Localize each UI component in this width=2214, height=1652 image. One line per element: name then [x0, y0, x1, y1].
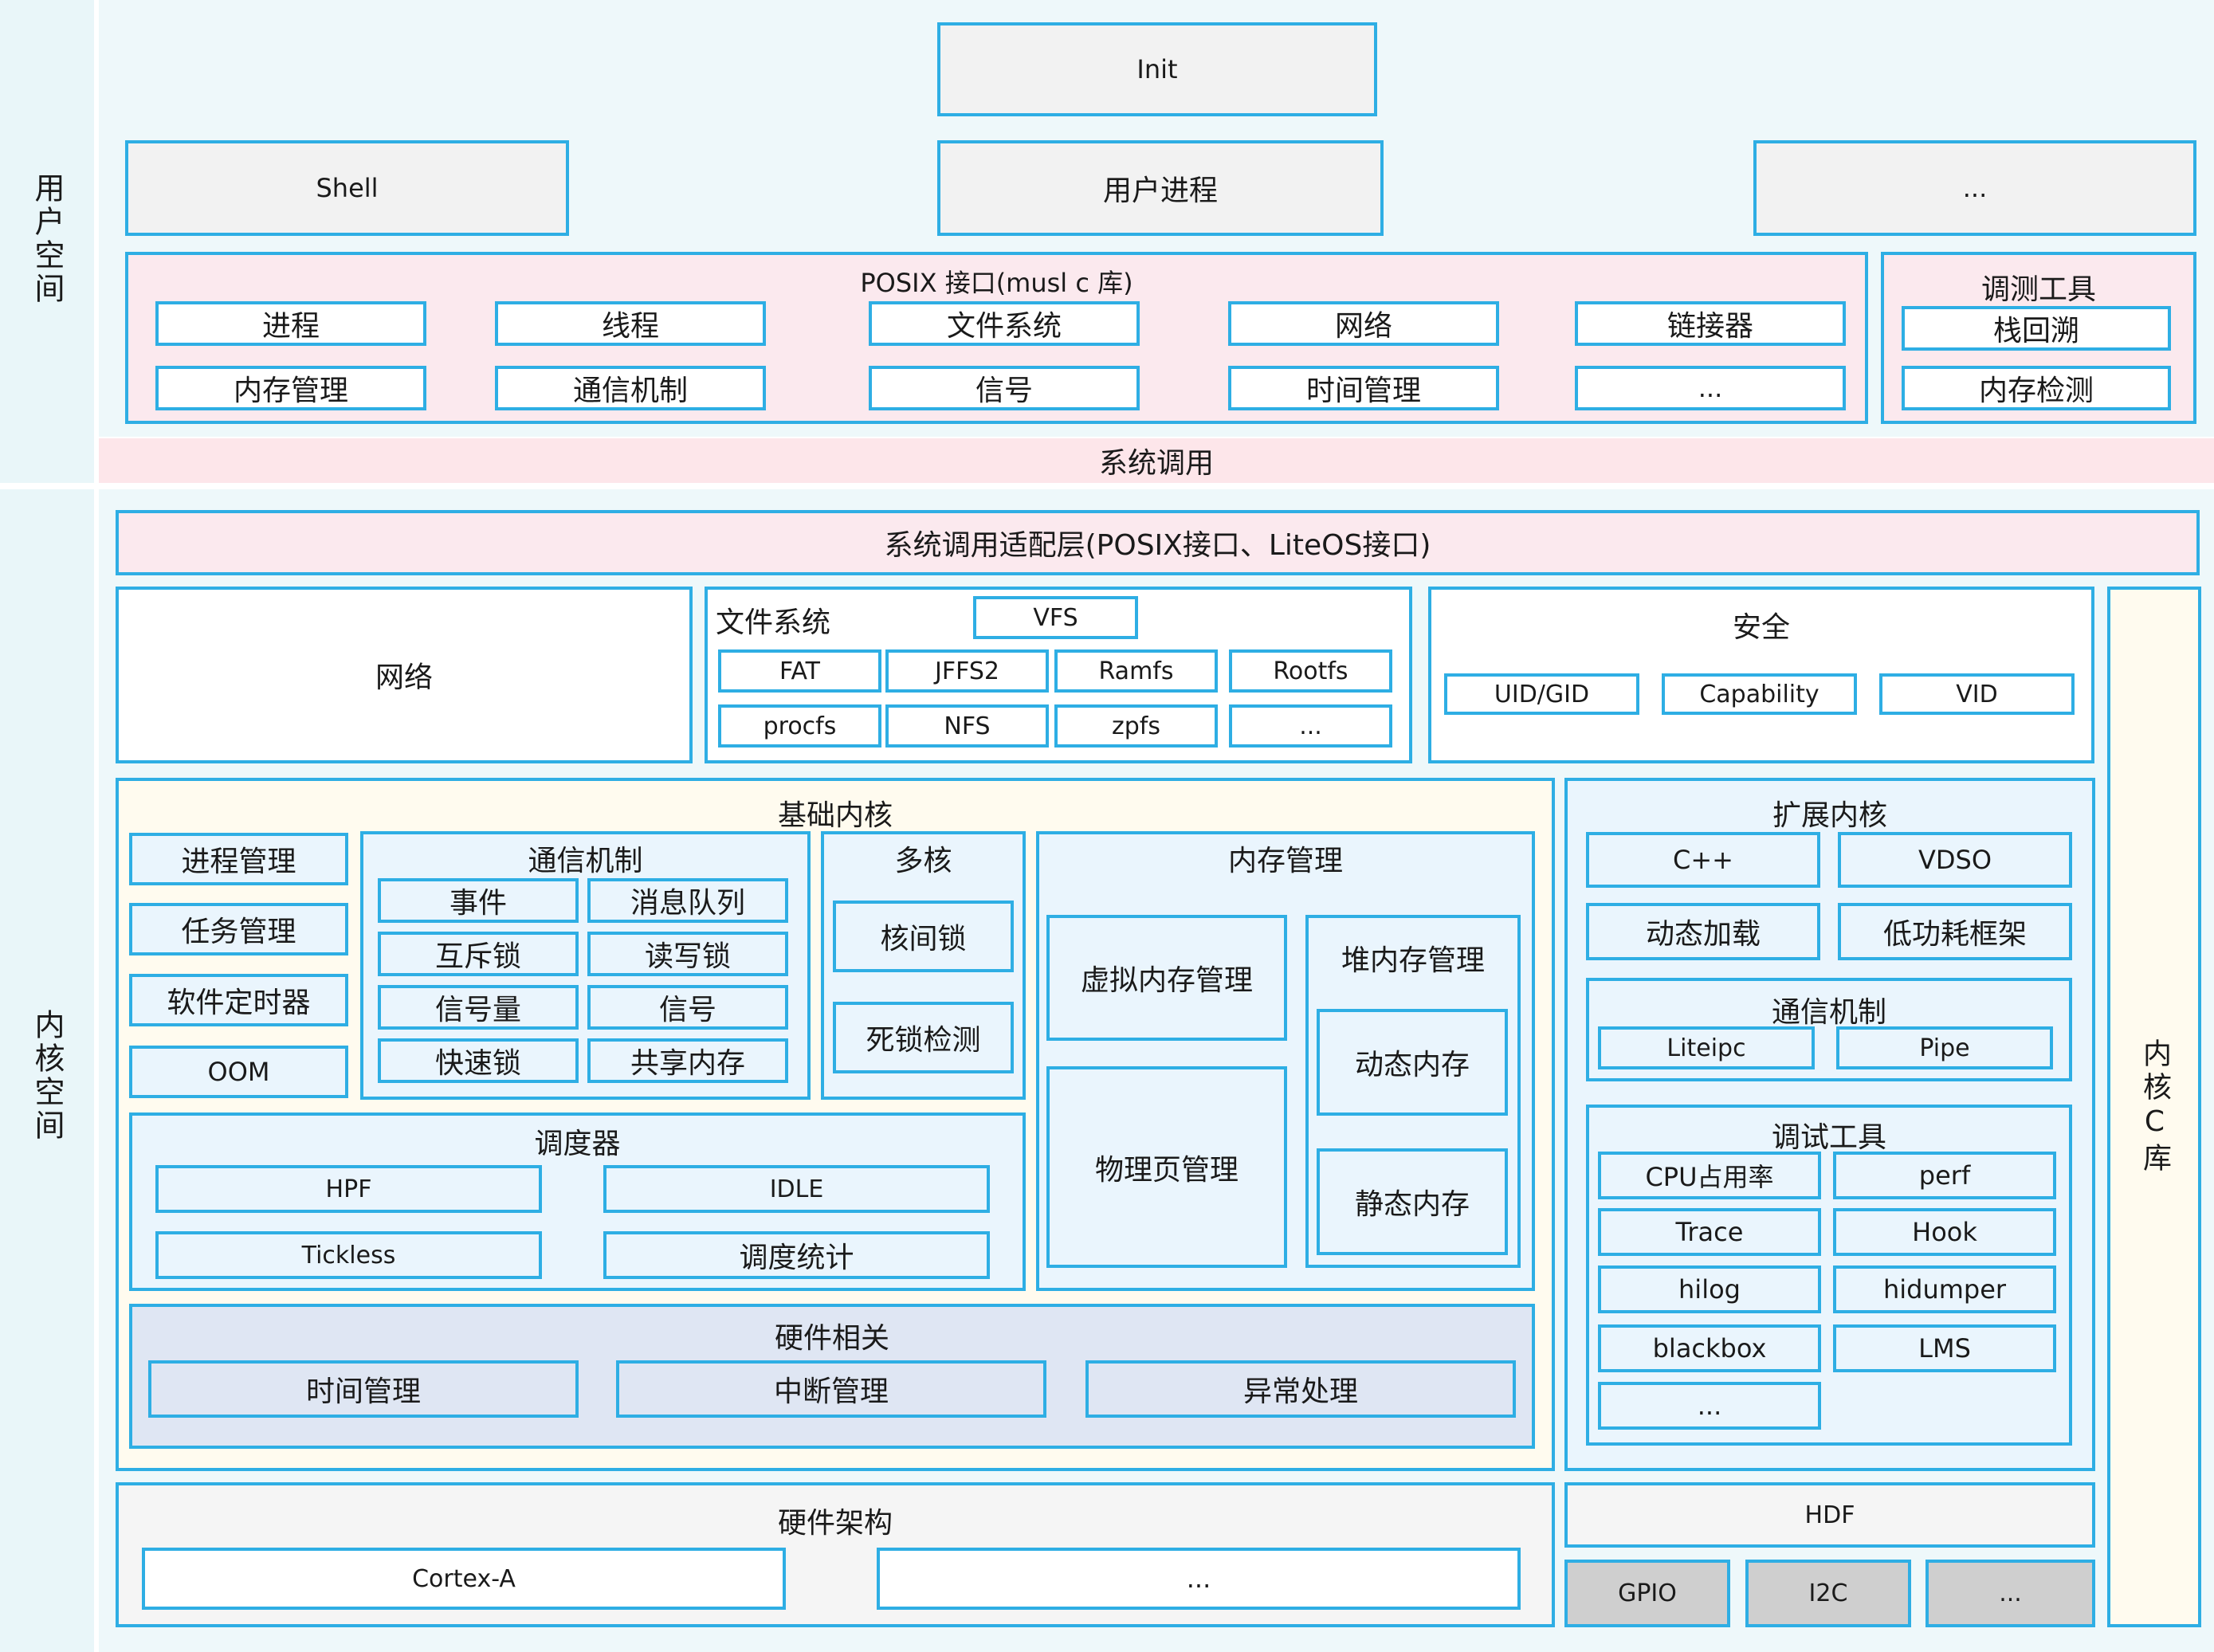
debug-hilog: hilog	[1598, 1265, 1821, 1313]
mem-mgmt-title: 内存管理	[1227, 845, 1343, 877]
syscall-label: 系统调用	[1098, 447, 1214, 480]
mem-dynamic: 动态内存	[1317, 1009, 1508, 1116]
base-soft-timer: 软件定时器	[129, 974, 348, 1026]
ipc-shared-memory: 共享内存	[587, 1038, 788, 1083]
fs-nfs: NFS	[885, 704, 1049, 748]
fs-ramfs: Ramfs	[1054, 649, 1218, 693]
debug-cpup: CPU占用率	[1598, 1152, 1821, 1199]
mem-static: 静态内存	[1317, 1148, 1508, 1255]
hw-time-mgmt: 时间管理	[148, 1360, 579, 1418]
ext-kernel-title: 扩展内核	[1772, 799, 1887, 832]
hdf-gpio: GPIO	[1564, 1560, 1730, 1627]
fs-jffs2: JFFS2	[885, 649, 1049, 693]
user-space-label: 用户空间	[29, 172, 65, 306]
ext-cpp: C++	[1586, 832, 1820, 888]
kernel-space-label: 内核空间	[29, 1009, 65, 1143]
debug-lms: LMS	[1833, 1324, 2056, 1372]
posix-item-thread: 线程	[495, 301, 766, 346]
security-title: 安全	[1732, 611, 1790, 644]
debug-blackbox: blackbox	[1598, 1324, 1821, 1372]
posix-title: POSIX 接口(musl c 库)	[860, 268, 1133, 298]
scheduler-title: 调度器	[534, 1128, 621, 1160]
ipc-event: 事件	[378, 878, 579, 923]
ipc-semaphore: 信号量	[378, 985, 579, 1030]
fs-zpfs: zpfs	[1054, 704, 1218, 748]
ext-vdso: VDSO	[1838, 832, 2072, 888]
base-kernel-title: 基础内核	[777, 799, 893, 832]
base-process-mgmt: 进程管理	[129, 833, 348, 885]
user-space-band	[0, 0, 94, 483]
debug-hidumper: hidumper	[1833, 1265, 2056, 1313]
fs-fat: FAT	[718, 649, 881, 693]
hw-interrupt-mgmt: 中断管理	[616, 1360, 1046, 1418]
sched-tickless: Tickless	[155, 1231, 542, 1279]
sched-idle: IDLE	[603, 1165, 990, 1213]
posix-item-filesystem: 文件系统	[869, 301, 1140, 346]
user-process-box: 用户进程	[937, 140, 1384, 236]
posix-item-process: 进程	[155, 301, 426, 346]
fs-vfs: VFS	[973, 596, 1138, 639]
posix-item-linker: 链接器	[1575, 301, 1846, 346]
hdf-more: ...	[1925, 1560, 2095, 1627]
fs-more: ...	[1229, 704, 1392, 748]
ipc-message-queue: 消息队列	[587, 878, 788, 923]
sched-hpf: HPF	[155, 1165, 542, 1213]
ext-ipc-pipe: Pipe	[1836, 1026, 2053, 1069]
shell-box: Shell	[125, 140, 569, 236]
syscall-adapter-box: 系统调用适配层(POSIX接口、LiteOS接口)	[116, 510, 2200, 575]
posix-item-ipc: 通信机制	[495, 366, 766, 410]
kernel-space-band	[0, 489, 94, 1652]
posix-item-more: ...	[1575, 366, 1846, 410]
hw-arch-title: 硬件架构	[777, 1507, 893, 1540]
posix-item-signal: 信号	[869, 366, 1140, 410]
syscall-band: 系统调用	[99, 438, 2214, 483]
ext-low-power: 低功耗框架	[1838, 903, 2072, 960]
base-task-mgmt: 任务管理	[129, 903, 348, 955]
ext-ipc-title: 通信机制	[1771, 996, 1886, 1029]
ipc-signal: 信号	[587, 985, 788, 1030]
smp-deadlock-detect: 死锁检测	[833, 1002, 1014, 1073]
posix-item-memory: 内存管理	[155, 366, 426, 410]
security-capability: Capability	[1662, 673, 1857, 715]
fs-rootfs: Rootfs	[1229, 649, 1392, 693]
smp-title: 多核	[894, 845, 952, 877]
network-box: 网络	[116, 587, 693, 763]
kernel-libc-box: 内核C库	[2107, 587, 2201, 1627]
base-ipc-title: 通信机制	[528, 845, 643, 877]
user-more-box: ...	[1753, 140, 2196, 236]
debug-hook: Hook	[1833, 1208, 2056, 1256]
ext-debug-title: 调试工具	[1771, 1121, 1886, 1154]
ipc-mutex: 互斥锁	[378, 932, 579, 976]
user-debug-title: 调测工具	[1980, 273, 2096, 306]
security-vid: VID	[1879, 673, 2075, 715]
fs-procfs: procfs	[718, 704, 881, 748]
mem-physical: 物理页管理	[1046, 1066, 1287, 1268]
filesystem-title: 文件系统	[716, 606, 831, 639]
sched-stats: 调度统计	[603, 1231, 990, 1279]
debug-more: ...	[1598, 1382, 1821, 1430]
base-oom: OOM	[129, 1046, 348, 1098]
mem-virtual: 虚拟内存管理	[1046, 915, 1287, 1041]
ipc-futex: 快速锁	[378, 1038, 579, 1083]
posix-item-time: 时间管理	[1228, 366, 1499, 410]
mem-heap-title: 堆内存管理	[1341, 944, 1485, 977]
smp-spinlock: 核间锁	[833, 901, 1014, 972]
hw-exception: 异常处理	[1085, 1360, 1516, 1418]
ext-dynamic-loading: 动态加载	[1586, 903, 1820, 960]
debug-item-memcheck: 内存检测	[1902, 366, 2171, 410]
hdf-i2c: I2C	[1745, 1560, 1911, 1627]
arch-cortex-a: Cortex-A	[142, 1548, 786, 1610]
debug-perf: perf	[1833, 1152, 2056, 1199]
security-uid-gid: UID/GID	[1444, 673, 1639, 715]
hw-related-title: 硬件相关	[774, 1322, 889, 1355]
posix-item-network: 网络	[1228, 301, 1499, 346]
init-box: Init	[937, 22, 1377, 116]
ext-ipc-liteipc: Liteipc	[1598, 1026, 1815, 1069]
ipc-rwlock: 读写锁	[587, 932, 788, 976]
debug-item-backtrace: 栈回溯	[1902, 306, 2171, 351]
debug-trace: Trace	[1598, 1208, 1821, 1256]
hdf-box: HDF	[1564, 1482, 2095, 1548]
arch-more: ...	[877, 1548, 1521, 1610]
